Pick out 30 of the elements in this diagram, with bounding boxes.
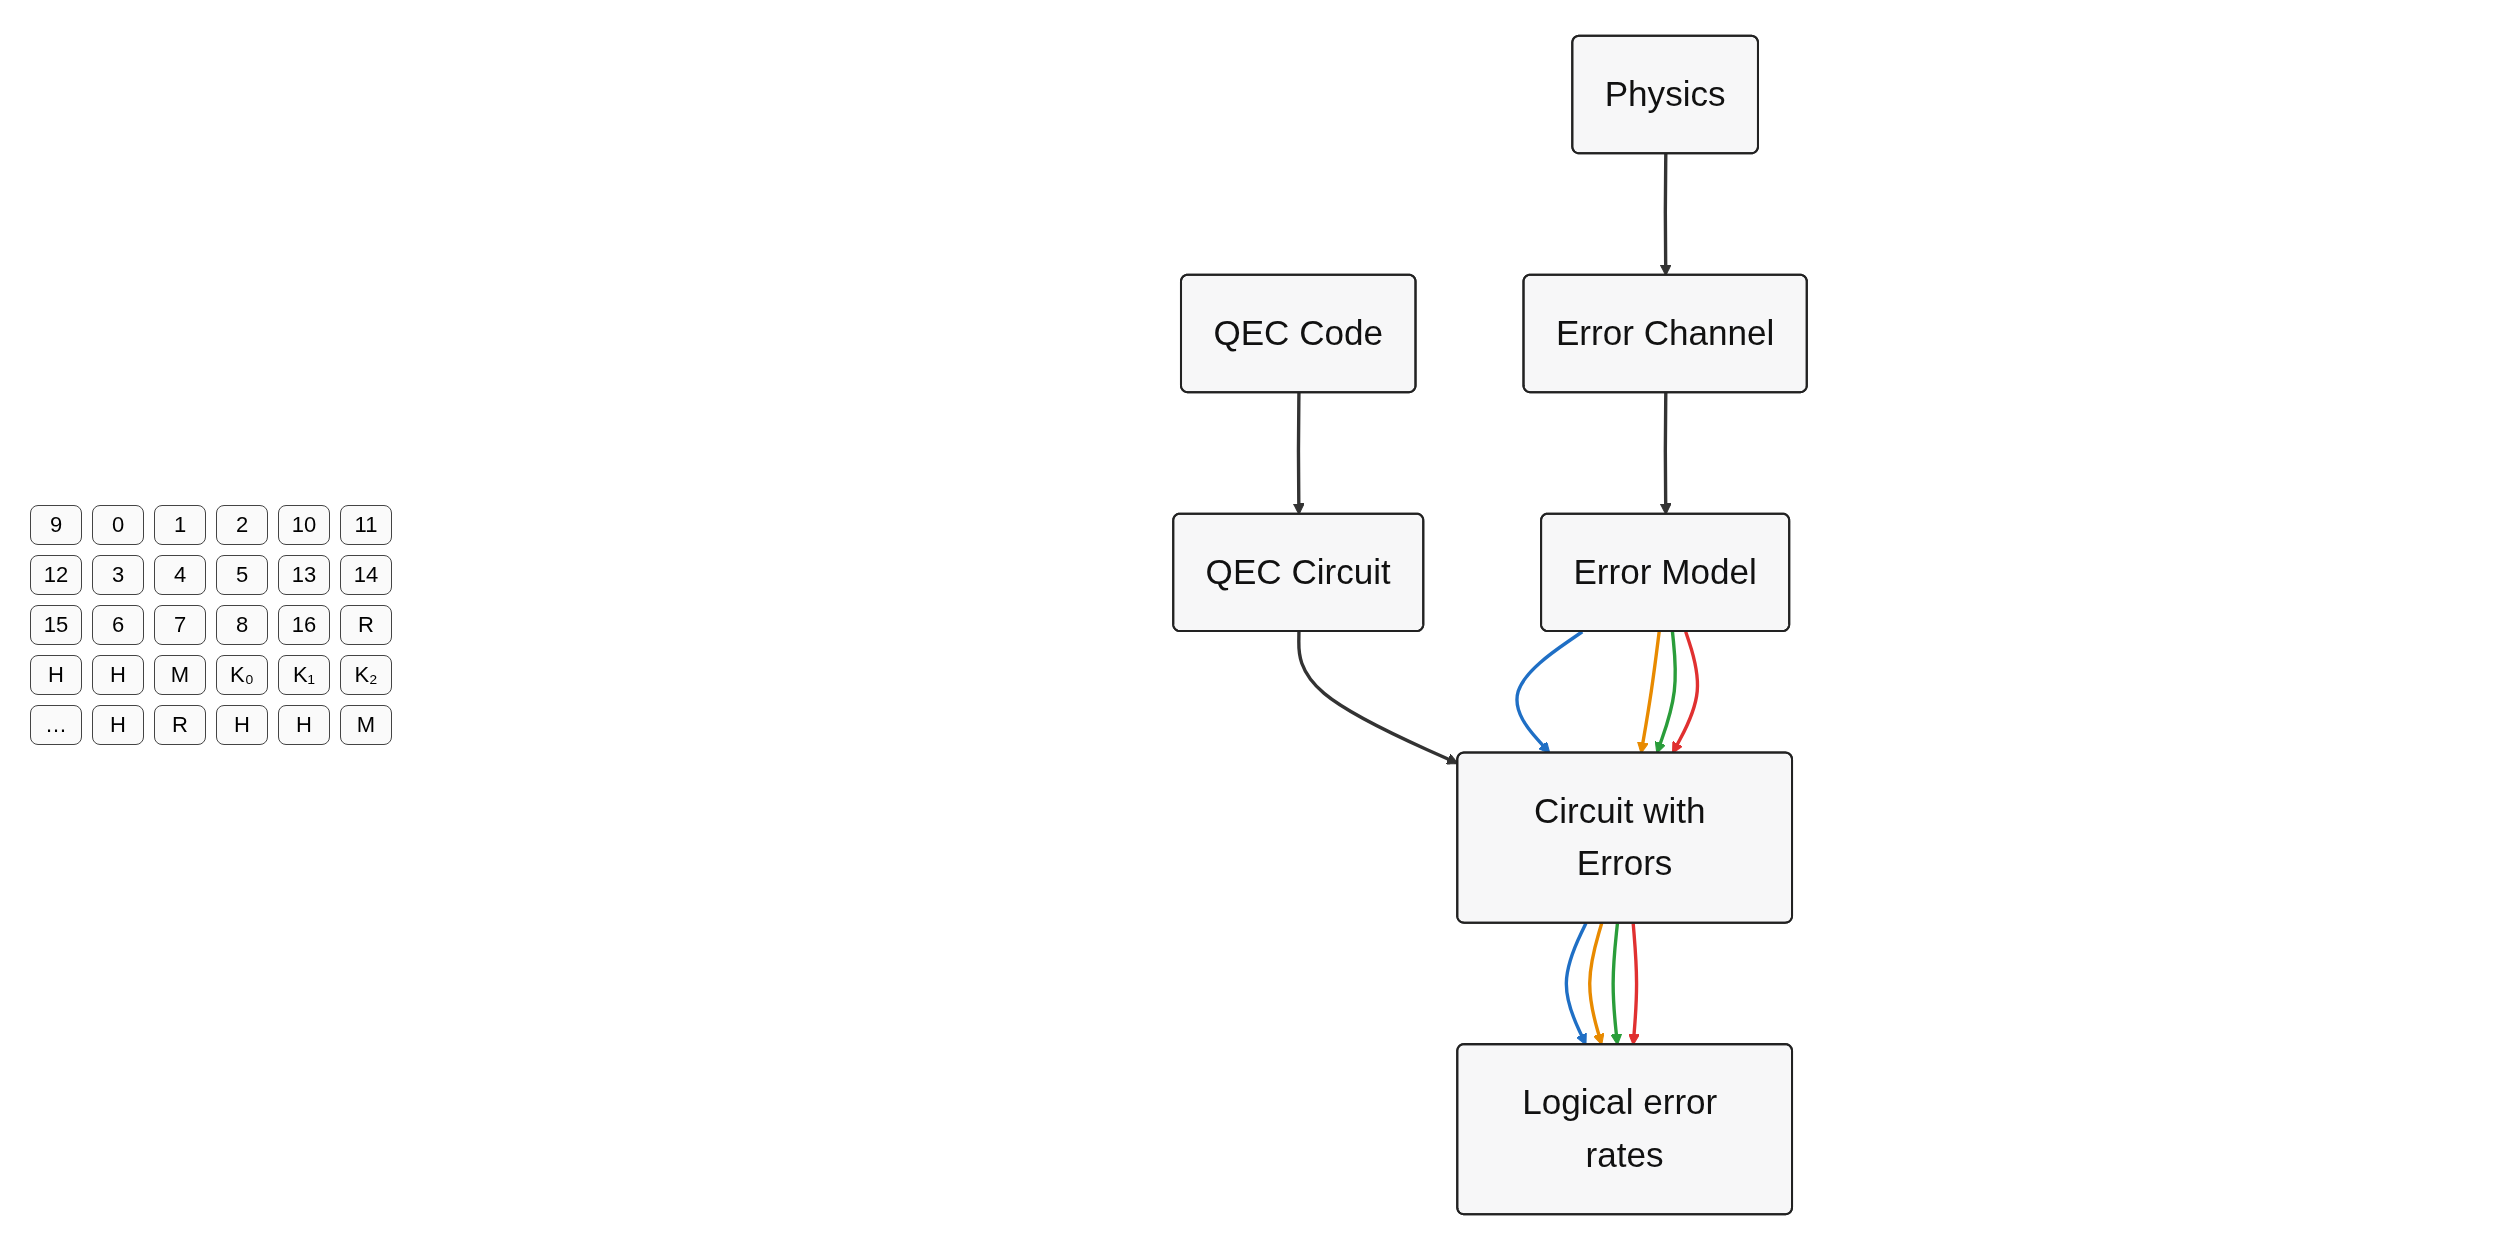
diagram-label: M (340, 705, 392, 745)
diagram-label: 9 (30, 505, 82, 545)
diagram-label: 7 (154, 605, 206, 645)
diagram-label: H (278, 705, 330, 745)
diagram-label: 2 (216, 505, 268, 545)
diagram-label: H (30, 655, 82, 695)
diagram-label: 16 (278, 605, 330, 645)
diagram-label: 1 (154, 505, 206, 545)
diagram-label: 3 (92, 555, 144, 595)
diagram-label: 10 (278, 505, 330, 545)
diagram-label: M (154, 655, 206, 695)
diagram-label: R (340, 605, 392, 645)
diagram-label: R (154, 705, 206, 745)
diagram-label: H (216, 705, 268, 745)
diagram-label: H (92, 655, 144, 695)
diagram-label: 4 (154, 555, 206, 595)
diagram-label: K₀ (216, 655, 268, 695)
diagram-label: H (92, 705, 144, 745)
diagram-label: 5 (216, 555, 268, 595)
diagram-label: K₂ (340, 655, 392, 695)
diagram-label: K₁ (278, 655, 330, 695)
diagram-label: 11 (340, 505, 392, 545)
diagram-label: 0 (92, 505, 144, 545)
diagram-label: … (30, 705, 82, 745)
diagram-label: 8 (216, 605, 268, 645)
diagram-label: 15 (30, 605, 82, 645)
diagram-label: 6 (92, 605, 144, 645)
diagram-label: 14 (340, 555, 392, 595)
diagram-label: 12 (30, 555, 82, 595)
diagram-label: 13 (278, 555, 330, 595)
